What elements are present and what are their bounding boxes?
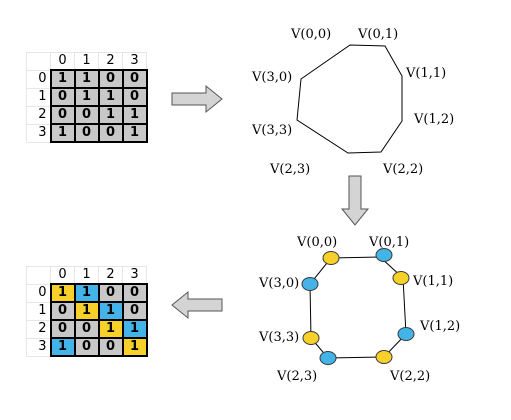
- matrix-cell: 1: [73, 301, 100, 321]
- matrix-cell: 1: [97, 301, 124, 321]
- matrix-cell: 1: [121, 319, 148, 339]
- row-header: 3: [26, 337, 51, 357]
- matrix-cell: 1: [97, 105, 124, 125]
- matrix-cell: 0: [49, 105, 76, 125]
- matrix-cell: 0: [49, 319, 76, 339]
- matrix-cell: 0: [121, 283, 148, 303]
- matrix-cell: 1: [49, 123, 76, 143]
- matrix-cell: 1: [49, 337, 76, 357]
- col-header: 1: [74, 52, 99, 71]
- col-header: 0: [50, 52, 75, 71]
- row-header: 0: [26, 283, 51, 303]
- matrix-cell: 1: [73, 87, 100, 107]
- label-top-v30: V(3,0): [252, 70, 293, 85]
- matrix-cell: 1: [121, 123, 148, 143]
- label-bottom-v11: V(1,1): [413, 274, 454, 289]
- matrix-cell: 0: [97, 69, 124, 89]
- arrow-left-bottom: [171, 290, 223, 320]
- node-v23: [319, 351, 337, 365]
- col-header: 3: [122, 52, 147, 71]
- col-header: 2: [98, 52, 123, 71]
- matrix-cell: 0: [97, 283, 124, 303]
- octagon-bottom: [309, 256, 407, 359]
- matrix-cell: 1: [97, 87, 124, 107]
- node-v11: [392, 271, 410, 285]
- label-bottom-v01: V(0,1): [369, 235, 410, 250]
- matrix-cell: 1: [121, 337, 148, 357]
- node-v30: [301, 277, 319, 291]
- matrix-cell: 0: [73, 105, 100, 125]
- label-bottom-v12: V(1,2): [420, 319, 461, 334]
- node-v01: [375, 248, 393, 262]
- label-top-v22: V(2,2): [383, 162, 424, 177]
- matrix-cell: 1: [97, 319, 124, 339]
- label-top-v00: V(0,0): [291, 27, 332, 42]
- matrix-cell: 0: [97, 123, 124, 143]
- label-top-v01: V(0,1): [358, 27, 399, 42]
- matrix-cell: 0: [49, 301, 76, 321]
- row-header: 0: [26, 69, 51, 89]
- node-v12: [397, 327, 415, 341]
- arrow-right-top: [171, 84, 223, 114]
- node-v22: [375, 350, 393, 364]
- matrix-cell: 1: [49, 283, 76, 303]
- label-top-v23: V(2,3): [270, 162, 311, 177]
- matrix-cell: 0: [49, 87, 76, 107]
- node-v00: [322, 251, 340, 265]
- row-header: 3: [26, 123, 51, 143]
- label-top-v12: V(1,2): [414, 112, 455, 127]
- matrix-cell: 0: [97, 337, 124, 357]
- matrix-cell: 1: [73, 69, 100, 89]
- matrix-cell: 0: [121, 87, 148, 107]
- col-header: 3: [122, 266, 147, 285]
- label-bottom-v33: V(3,3): [259, 330, 300, 345]
- matrix-cell: 1: [73, 283, 100, 303]
- matrix-cell: 0: [121, 69, 148, 89]
- matrix-cell: 0: [73, 123, 100, 143]
- label-top-v11: V(1,1): [406, 66, 447, 81]
- label-bottom-v23: V(2,3): [277, 369, 318, 384]
- matrix-cell: 0: [121, 301, 148, 321]
- octagon-top: [296, 44, 403, 154]
- arrow-down: [340, 175, 370, 226]
- matrix-cell: 0: [73, 319, 100, 339]
- label-bottom-v30: V(3,0): [259, 276, 300, 291]
- label-top-v33: V(3,3): [252, 123, 293, 138]
- matrix-cell: 1: [49, 69, 76, 89]
- node-v33: [302, 331, 320, 345]
- row-header: 2: [26, 319, 51, 339]
- col-header: 1: [74, 266, 99, 285]
- row-header: 1: [26, 301, 51, 321]
- matrix-cell: 1: [121, 105, 148, 125]
- matrix-cell: 0: [73, 337, 100, 357]
- label-bottom-v00: V(0,0): [297, 235, 338, 250]
- label-bottom-v22: V(2,2): [390, 369, 431, 384]
